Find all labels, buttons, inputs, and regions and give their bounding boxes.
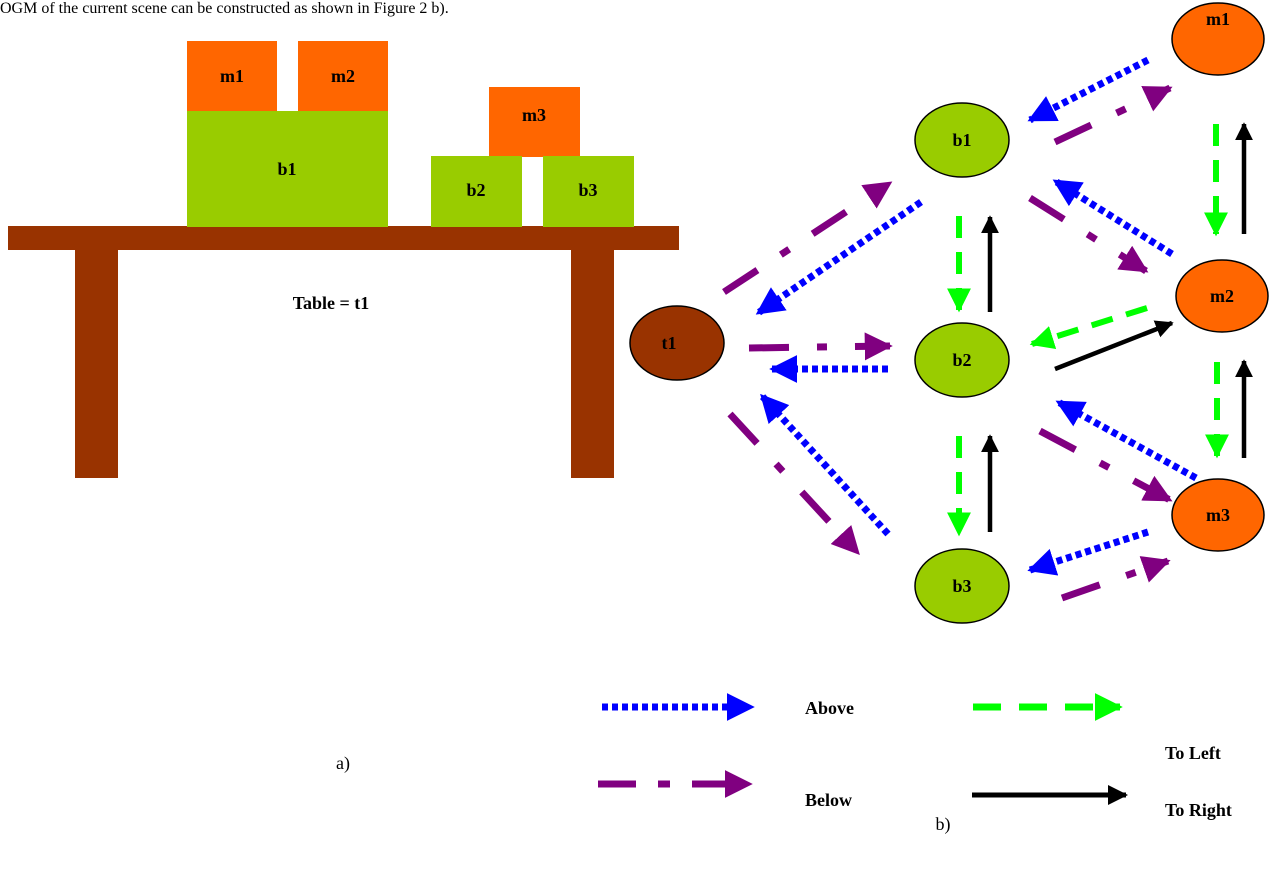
edge-b1-m1-below	[1053, 84, 1173, 146]
edge-t1-b1-below	[722, 180, 893, 295]
node-label-b1: b1	[952, 130, 971, 150]
node-label-b2: b2	[952, 350, 971, 370]
table-leg-right	[571, 248, 614, 478]
edge-m1-b1-above	[1027, 56, 1150, 124]
node-t1	[629, 305, 725, 381]
edge-b1-m2-below	[1028, 195, 1149, 274]
legend-above-label: Above	[805, 698, 854, 718]
edge-m3-b2-above	[1055, 398, 1198, 482]
block-label-m3: m3	[522, 105, 546, 125]
block-b2	[431, 156, 522, 227]
caption-b: b)	[936, 814, 951, 835]
block-m1	[187, 41, 277, 111]
edge-b1-t1-above	[755, 199, 923, 316]
legend-to-right-label: To Right	[1165, 800, 1232, 820]
block-label-b2: b2	[466, 180, 485, 200]
legend-to-left-label: To Left	[1165, 743, 1221, 763]
edge-t1-b3-below	[727, 411, 861, 556]
node-label-t1: t1	[662, 333, 677, 353]
node-label-m3: m3	[1206, 505, 1230, 525]
table-top	[8, 226, 679, 250]
node-label-m2: m2	[1210, 286, 1234, 306]
graph-nodes: t1 b1 b2 b3 m1 m2 m3	[629, 2, 1269, 624]
block-b3	[543, 156, 634, 227]
block-label-m2: m2	[331, 66, 355, 86]
edge-b3-m3-below	[1060, 556, 1171, 602]
node-b3	[914, 548, 1010, 624]
table-leg-left	[75, 248, 118, 478]
edge-b3-t1-above	[759, 393, 891, 537]
node-label-m1: m1	[1206, 9, 1230, 29]
legend: Above Below To Left To Right	[598, 693, 1232, 820]
edge-b2-m3-below	[1038, 427, 1173, 504]
ogm-graph: t1 b1 b2 b3 m1 m2 m3 Above Below To Left…	[598, 2, 1269, 835]
block-m2	[298, 41, 388, 111]
edge-t1-b2-below	[748, 332, 893, 361]
node-b1	[914, 102, 1010, 178]
node-m1	[1171, 2, 1265, 76]
legend-below-label: Below	[805, 790, 852, 810]
block-b1	[187, 111, 388, 227]
scene: m1 m2 m3 b1 b2 b3 Table = t1 a)	[8, 41, 679, 774]
edge-m2-b2-to-left	[1029, 305, 1148, 349]
node-m3	[1171, 478, 1265, 552]
graph-edges	[722, 56, 1253, 602]
block-label-b3: b3	[578, 180, 597, 200]
edge-m2-b1-above	[1052, 178, 1174, 257]
node-b2	[914, 322, 1010, 398]
intro-text: OGM of the current scene can be construc…	[0, 0, 449, 17]
edge-m3-b3-above	[1027, 528, 1150, 576]
table-label: Table = t1	[293, 293, 370, 313]
block-label-b1: b1	[277, 159, 296, 179]
block-m3	[489, 87, 580, 157]
caption-a: a)	[336, 753, 350, 774]
block-label-m1: m1	[220, 66, 244, 86]
edge-b2-m2-to-right	[1054, 320, 1174, 372]
node-m2	[1175, 259, 1269, 333]
node-label-b3: b3	[952, 576, 971, 596]
